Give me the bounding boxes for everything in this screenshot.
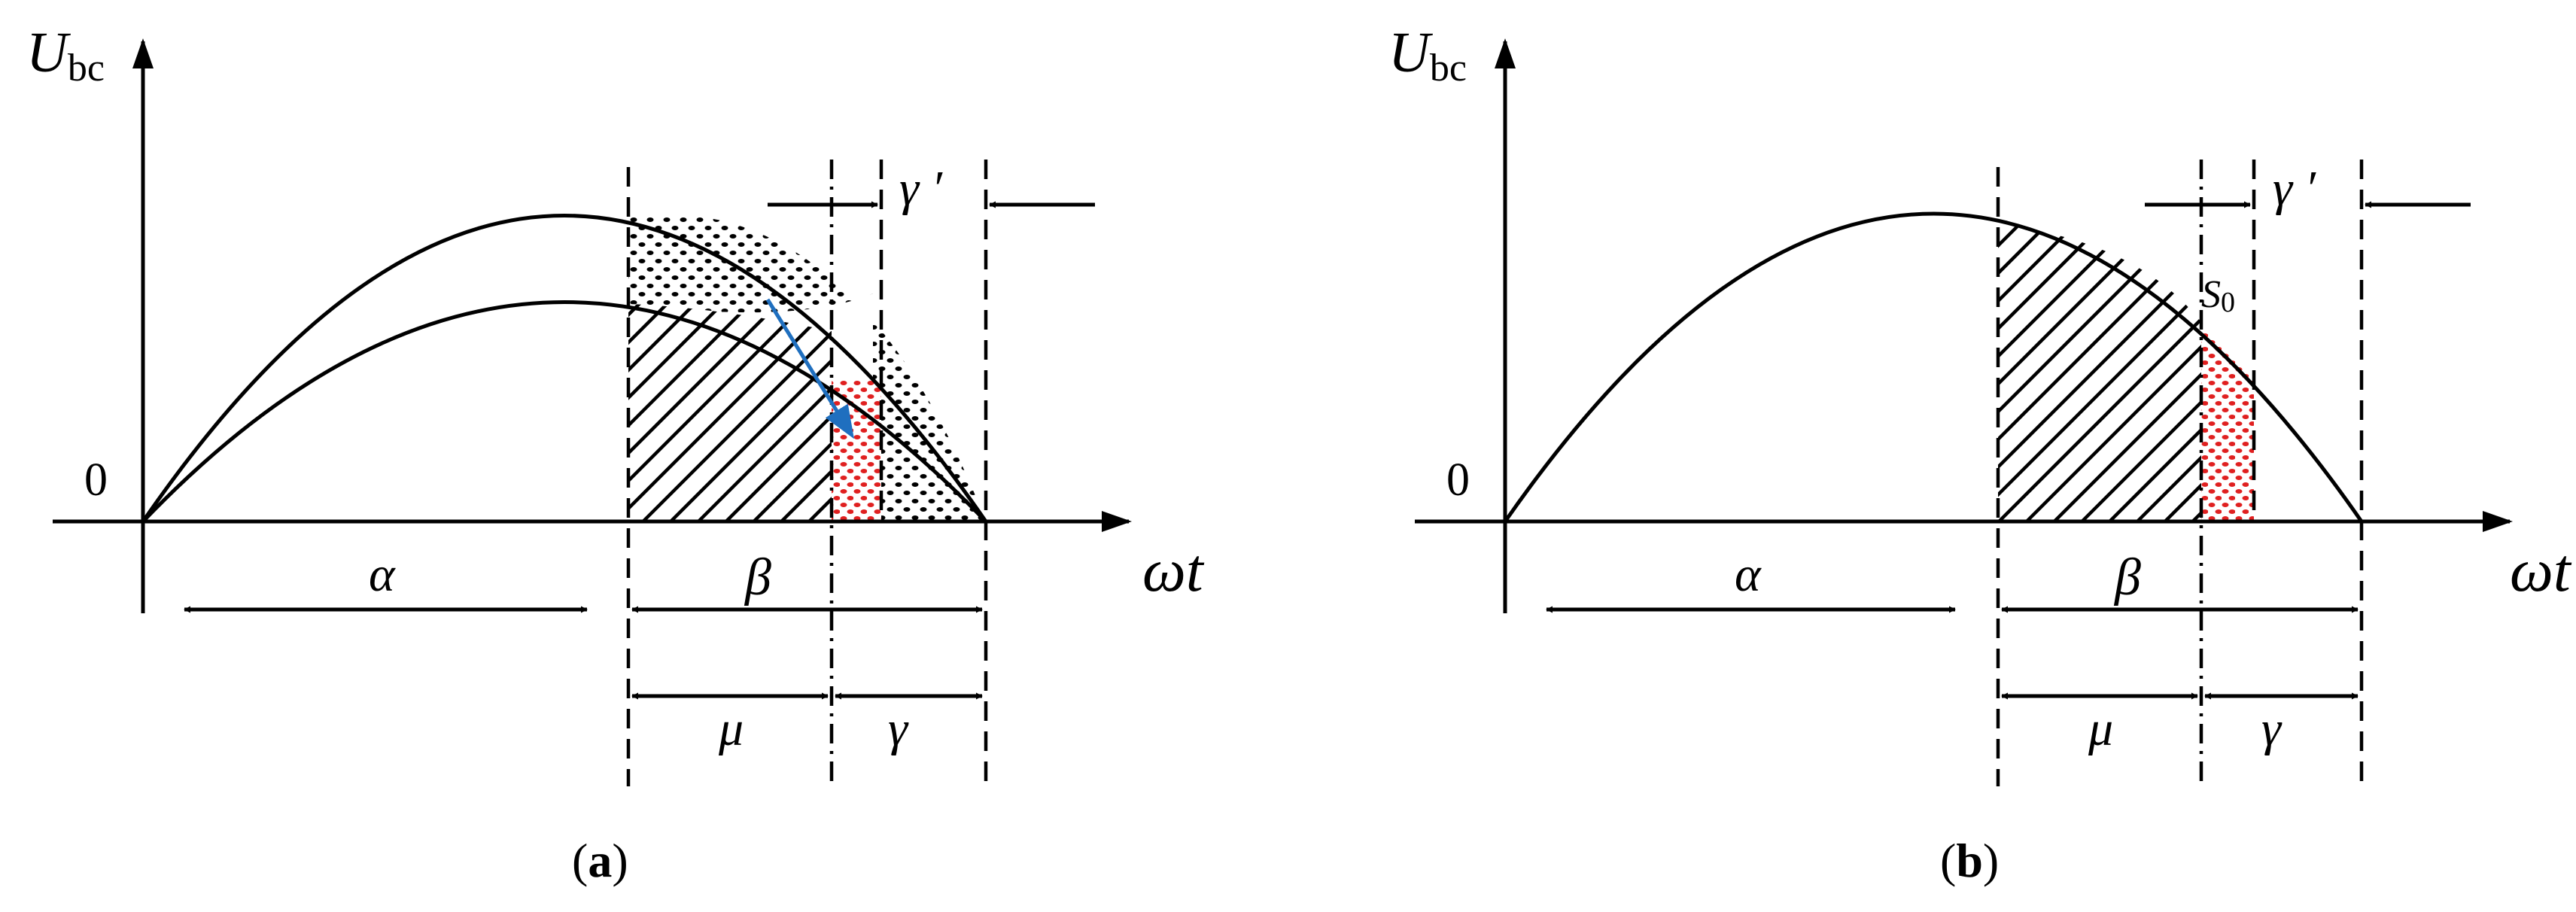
panel-a-dotted-region bbox=[628, 214, 986, 521]
panel-a-outer-curve bbox=[141, 214, 988, 523]
panel-b-s0-label: S0 bbox=[2201, 273, 2235, 318]
panel-b-gamma-prime-label: γ ′ bbox=[2273, 161, 2317, 216]
panel-b-beta-label: β bbox=[2113, 549, 2141, 606]
panel-a-blue-arrow bbox=[765, 298, 854, 439]
panel-a-origin-label: 0 bbox=[84, 454, 108, 506]
panel-a-alpha-label: α bbox=[369, 547, 396, 602]
panel-b-origin-label: 0 bbox=[1446, 454, 1470, 506]
panel-b-mu-label: μ bbox=[2088, 701, 2113, 756]
panel-b-gamma-label: γ bbox=[2261, 701, 2283, 756]
panel-b-hatched-region bbox=[1998, 224, 2201, 521]
panel-b-alpha-label: α bbox=[1735, 547, 1762, 602]
panel-a-y-axis-label: Ubc bbox=[26, 21, 105, 90]
panel-b-y-axis-label: Ubc bbox=[1388, 21, 1467, 90]
panel-a-inner-curve bbox=[141, 300, 987, 523]
panel-a: Ubc 0 ωt α β μ γ γ ′ (a) bbox=[26, 21, 1205, 887]
panel-b-x-axis-label: ωt bbox=[2510, 536, 2572, 604]
panel-a-gamma-label: γ bbox=[888, 701, 909, 756]
panel-a-red-region bbox=[832, 380, 881, 521]
panel-a-caption: (a) bbox=[572, 834, 628, 887]
panel-a-beta-label: β bbox=[744, 549, 771, 606]
panel-a-gamma-prime-label: γ ′ bbox=[899, 161, 944, 216]
panel-b-caption: (b) bbox=[1940, 834, 1999, 887]
panel-b-curve bbox=[1503, 211, 2364, 523]
panel-b-red-region bbox=[2201, 322, 2254, 521]
panel-a-x-axis-label: ωt bbox=[1142, 536, 1205, 604]
panel-a-mu-label: μ bbox=[718, 701, 744, 756]
panel-b: Ubc 0 ωt α β μ γ γ ′ S0 (b) bbox=[1388, 21, 2572, 887]
